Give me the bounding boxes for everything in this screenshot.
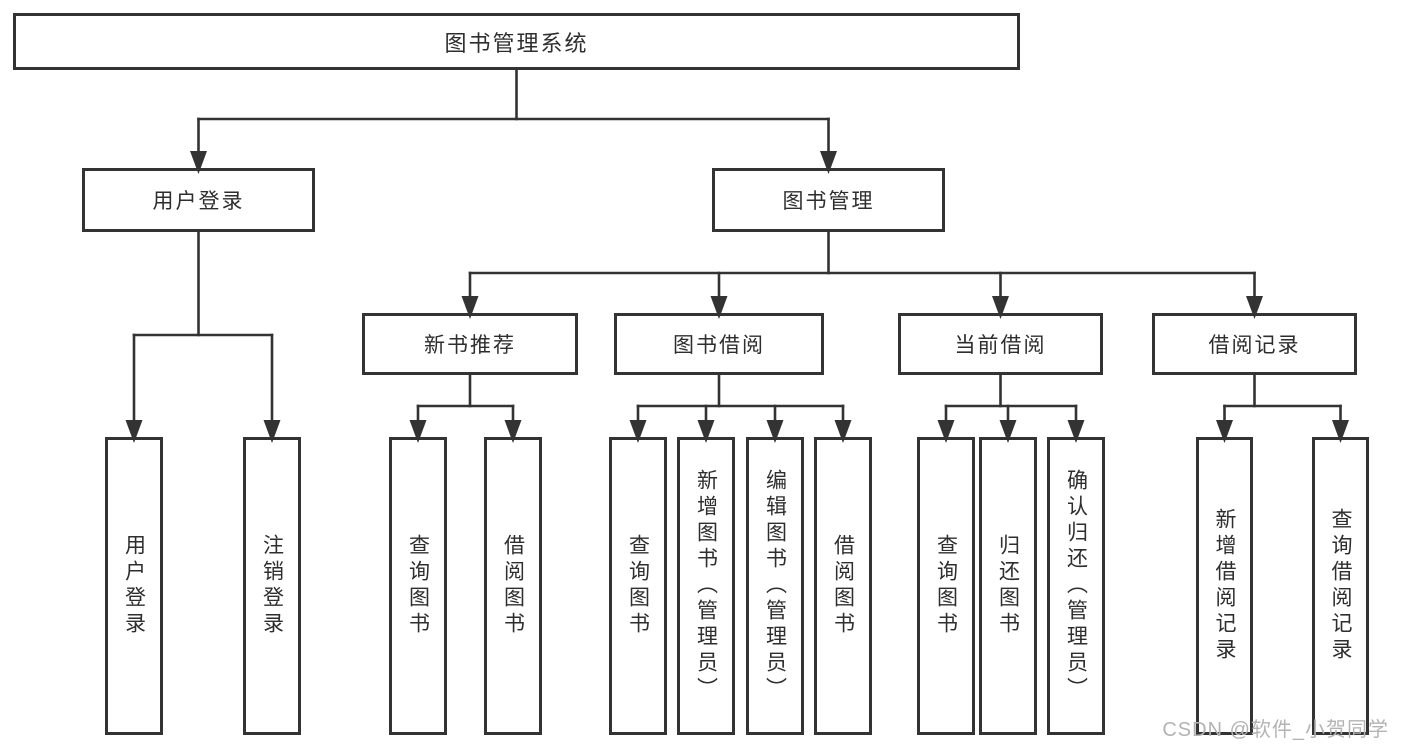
node-root: 图书管理系统 [13,13,1020,70]
node-current-borrow: 当前借阅 [898,313,1103,375]
node-label-leaf-add-borrow-record: 新增借阅记录 [1213,508,1236,664]
node-leaf-query-books-current: 查询图书 [917,437,975,735]
node-user-login: 用户登录 [82,168,315,232]
node-label-leaf-query-borrow-record: 查询借阅记录 [1329,508,1352,664]
node-leaf-confirm-return: 确认归还（管理员） [1047,437,1105,735]
node-label-book-mgmt: 图书管理 [782,190,875,213]
node-leaf-add-borrow-record: 新增借阅记录 [1196,437,1253,735]
node-leaf-borrow-books-rec: 借阅图书 [484,437,542,735]
node-new-book-rec: 新书推荐 [362,313,578,375]
node-leaf-user-login: 用户登录 [105,437,163,735]
node-leaf-query-books-borrow: 查询图书 [609,437,667,735]
watermark: CSDN @软件_小贺同学 [1162,719,1389,741]
node-label-book-borrow: 图书借阅 [673,334,765,357]
node-label-leaf-return-books: 归还图书 [996,534,1020,638]
node-label-leaf-query-books-borrow: 查询图书 [626,534,650,638]
node-leaf-add-books: 新增图书（管理员） [677,437,735,735]
node-label-current-borrow: 当前借阅 [954,334,1047,357]
node-label-leaf-user-login: 用户登录 [122,534,146,638]
node-label-leaf-query-books-rec: 查询图书 [406,534,430,638]
node-label-user-login: 用户登录 [152,190,245,213]
node-leaf-query-borrow-record: 查询借阅记录 [1312,437,1369,735]
node-book-mgmt: 图书管理 [712,168,945,232]
node-label-leaf-borrow-books: 借阅图书 [831,534,855,638]
node-label-leaf-confirm-return: 确认归还（管理员） [1064,469,1088,703]
node-leaf-edit-books: 编辑图书（管理员） [746,437,804,735]
node-label-leaf-borrow-books-rec: 借阅图书 [501,534,525,638]
node-book-borrow: 图书借阅 [614,313,824,375]
node-label-root: 图书管理系统 [444,30,589,56]
node-leaf-return-books: 归还图书 [979,437,1037,735]
node-leaf-borrow-books: 借阅图书 [814,437,872,735]
node-borrow-records: 借阅记录 [1152,313,1357,375]
node-leaf-query-books-rec: 查询图书 [389,437,447,735]
node-label-leaf-query-books-current: 查询图书 [934,534,958,638]
node-label-new-book-rec: 新书推荐 [424,334,516,357]
node-leaf-logout: 注销登录 [243,437,301,735]
node-label-leaf-logout: 注销登录 [260,534,284,638]
node-label-borrow-records: 借阅记录 [1208,334,1301,357]
node-label-leaf-add-books: 新增图书（管理员） [694,469,718,703]
node-label-leaf-edit-books: 编辑图书（管理员） [763,469,787,703]
